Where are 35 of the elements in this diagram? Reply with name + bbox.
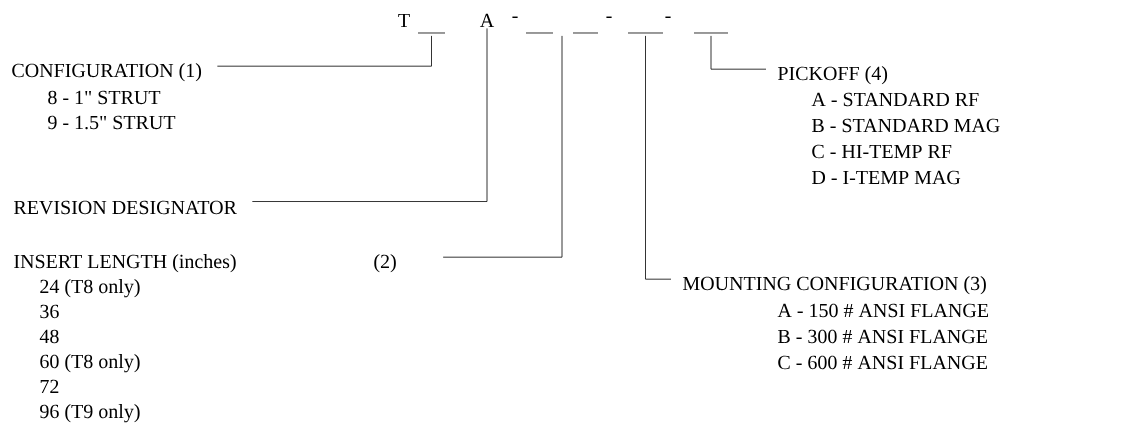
leader-line xyxy=(251,28,488,202)
option-heading: REVISION DESIGNATOR xyxy=(14,200,237,215)
option-heading: MOUNTING CONFIGURATION (3) xyxy=(683,276,986,295)
option-item: 8 - 1" STRUT xyxy=(48,90,161,105)
fill-in-line xyxy=(627,32,664,34)
option-item: C - 600 # ANSI FLANGE xyxy=(778,355,987,370)
code-letter: A xyxy=(479,13,495,27)
option-item: 60 (T8 only) xyxy=(40,354,140,373)
option-heading: CONFIGURATION (1) xyxy=(12,63,202,82)
option-item: A - 150 # ANSI FLANGE xyxy=(777,303,989,318)
option-item: 72 xyxy=(40,379,59,393)
separator-dash: - xyxy=(606,16,612,19)
option-item: C - HI-TEMP RF xyxy=(812,144,952,159)
option-item: B - 300 # ANSI FLANGE xyxy=(778,329,987,344)
option-item: 96 (T9 only) xyxy=(40,404,140,423)
code-letter: T xyxy=(398,13,410,27)
option-item: 48 xyxy=(39,329,59,344)
leader-line xyxy=(442,35,563,258)
leader-line xyxy=(710,35,767,70)
option-item: D - I-TEMP MAG xyxy=(812,170,961,185)
fill-in-line xyxy=(693,32,729,34)
fill-in-line xyxy=(417,32,446,34)
fill-in-line xyxy=(525,32,599,34)
separator-dash: - xyxy=(512,16,518,19)
option-heading: PICKOFF (4) xyxy=(778,66,888,85)
option-item: 9 - 1.5" STRUT xyxy=(48,115,176,130)
separator-dash: - xyxy=(665,16,671,19)
option-item: 24 (T8 only) xyxy=(40,279,140,298)
option-item: A - STANDARD RF xyxy=(811,92,979,107)
option-item: 36 xyxy=(40,304,59,319)
option-heading: INSERT LENGTH (inches) xyxy=(14,254,236,273)
option-item: B - STANDARD MAG xyxy=(812,118,1000,133)
footnote-number: (2) xyxy=(374,254,396,273)
leader-line xyxy=(216,35,432,67)
leader-line xyxy=(645,35,672,280)
